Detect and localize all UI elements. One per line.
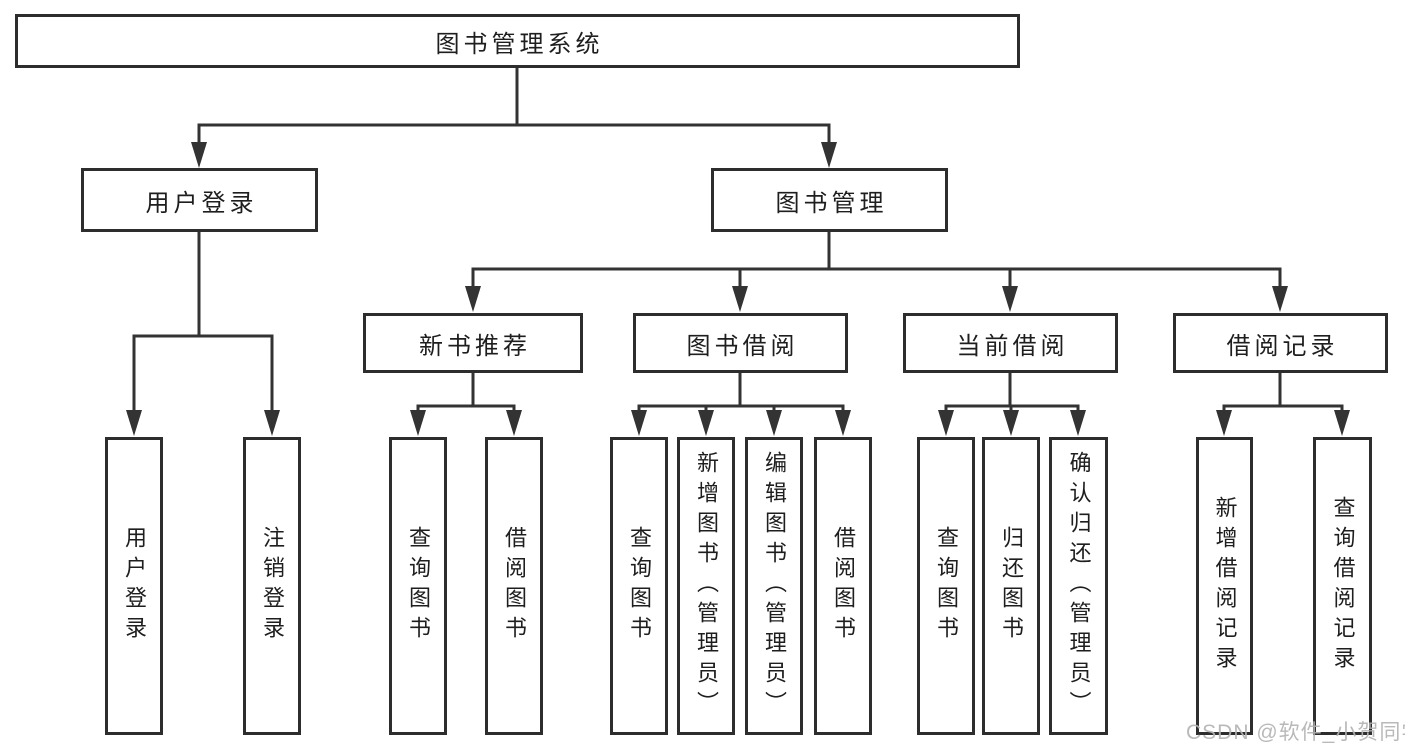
leaf-query-borrow-record: 查询借阅记录 [1313,437,1372,735]
node-root-system: 图书管理系统 [15,14,1020,68]
leaf-query-book: 查询图书 [389,437,447,735]
node-current-borrow: 当前借阅 [903,313,1118,373]
node-label: 注销登录 [260,526,285,646]
node-user-login: 用户登录 [81,168,318,232]
leaf-borrow-book: 借阅图书 [814,437,872,735]
leaf-add-book-admin: 新增图书（管理员） [677,437,735,735]
node-label: 查询图书 [934,526,959,646]
arrowheads [126,142,1350,436]
leaf-query-book: 查询图书 [917,437,975,735]
node-label: 编辑图书（管理员） [762,451,787,721]
leaf-confirm-return-admin: 确认归还（管理员） [1049,437,1108,735]
leaf-user-login: 用户登录 [105,437,163,735]
node-label: 查询借阅记录 [1330,496,1356,676]
leaf-return-book: 归还图书 [982,437,1040,735]
node-book-management: 图书管理 [711,168,948,232]
node-label: 新增借阅记录 [1212,496,1238,676]
leaf-borrow-book: 借阅图书 [485,437,543,735]
node-label: 新增图书（管理员） [694,451,719,721]
node-label: 查询图书 [627,526,652,646]
node-label: 图书管理 [775,189,888,217]
node-label: 当前借阅 [956,332,1069,360]
node-label: 新书推荐 [419,332,531,360]
node-label: 借阅图书 [502,526,527,646]
node-label: 归还图书 [999,526,1024,646]
node-new-book-recommend: 新书推荐 [363,313,583,373]
node-label: 借阅记录 [1226,332,1339,360]
csdn-watermark: CSDN @软件_小贺同学 [1186,721,1405,744]
node-book-borrow: 图书借阅 [633,313,848,373]
node-label: 图书借阅 [686,332,799,360]
leaf-query-book: 查询图书 [610,437,668,735]
node-label: 用户登录 [145,189,258,217]
leaf-add-borrow-record: 新增借阅记录 [1196,437,1253,735]
node-borrow-records: 借阅记录 [1173,313,1388,373]
node-label: 用户登录 [122,526,147,646]
node-label: 确认归还（管理员） [1066,451,1092,721]
leaf-edit-book-admin: 编辑图书（管理员） [745,437,803,735]
node-label: 借阅图书 [831,526,856,646]
leaf-logout: 注销登录 [243,437,301,735]
node-label: 图书管理系统 [435,30,604,58]
node-label: 查询图书 [406,526,431,646]
